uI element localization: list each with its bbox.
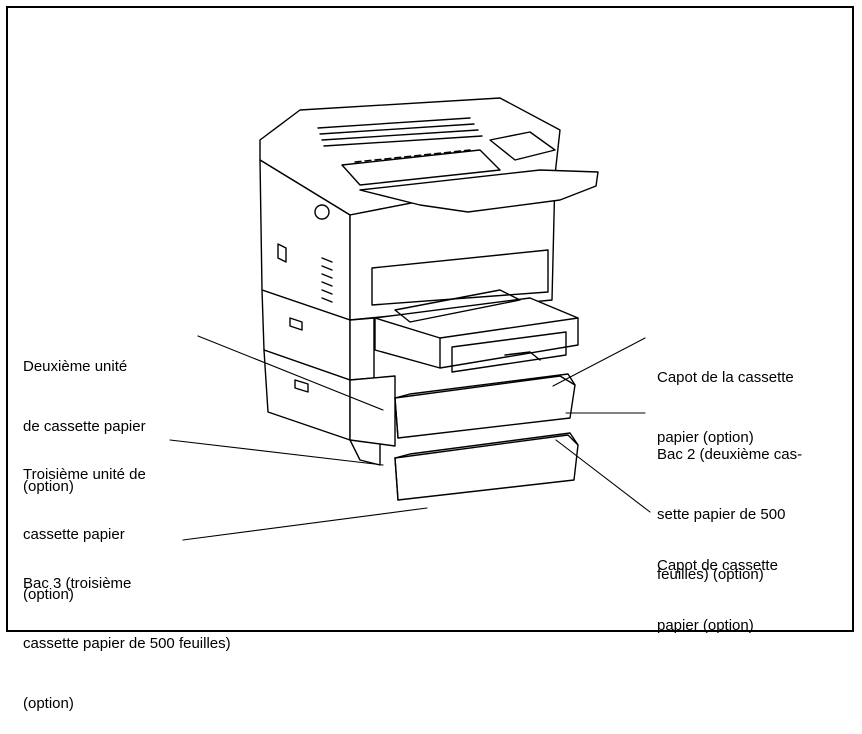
label-line: sette papier de 500 — [657, 506, 786, 523]
label-second-unit: Deuxième unité de cassette papier (optio… — [23, 317, 146, 517]
second-cassette-unit — [261, 289, 375, 381]
third-cassette-unit — [263, 349, 396, 466]
label-line: de cassette papier — [23, 418, 146, 435]
label-line: feuilles) (option) — [657, 566, 764, 583]
label-cassette-cover-bottom: Capot de cassette papier (option) — [657, 516, 778, 656]
multipurpose-tray — [374, 289, 579, 373]
tray-2 — [394, 373, 576, 439]
label-line: (option) — [23, 586, 74, 603]
leader-tray-3 — [182, 507, 428, 541]
label-line: cassette papier — [23, 526, 125, 543]
leader-second-unit — [197, 335, 384, 411]
leader-third-unit — [169, 439, 384, 466]
label-line: Bac 3 (troisième — [23, 575, 132, 592]
label-line: papier (option) — [657, 429, 754, 446]
label-line: Capot de la cassette — [657, 369, 794, 386]
label-tray-3: Bac 3 (troisième cassette papier de 500 … — [23, 534, 231, 734]
label-cassette-cover-top: Capot de la cassette papier (option) — [657, 328, 794, 468]
label-line: (option) — [23, 478, 74, 495]
label-third-unit: Troisième unité de cassette papier (opti… — [23, 425, 146, 625]
label-line: Capot de cassette — [657, 557, 778, 574]
leader-cassette-cover-top — [552, 337, 646, 387]
label-line: Troisième unité de — [23, 466, 146, 483]
tray-3 — [394, 432, 579, 501]
printer-body — [259, 97, 599, 321]
label-line: papier (option) — [657, 617, 754, 634]
label-tray-2: Bac 2 (deuxième cas- sette papier de 500… — [657, 405, 802, 605]
leader-cassette-cover-bottom — [555, 439, 651, 513]
label-line: (option) — [23, 695, 74, 712]
printer-illustration — [169, 97, 651, 541]
label-line: cassette papier de 500 feuilles) — [23, 635, 231, 652]
figure-frame — [6, 6, 854, 632]
leader-lines — [169, 335, 651, 541]
label-line: Deuxième unité — [23, 358, 128, 375]
label-line: Bac 2 (deuxième cas- — [657, 446, 803, 463]
